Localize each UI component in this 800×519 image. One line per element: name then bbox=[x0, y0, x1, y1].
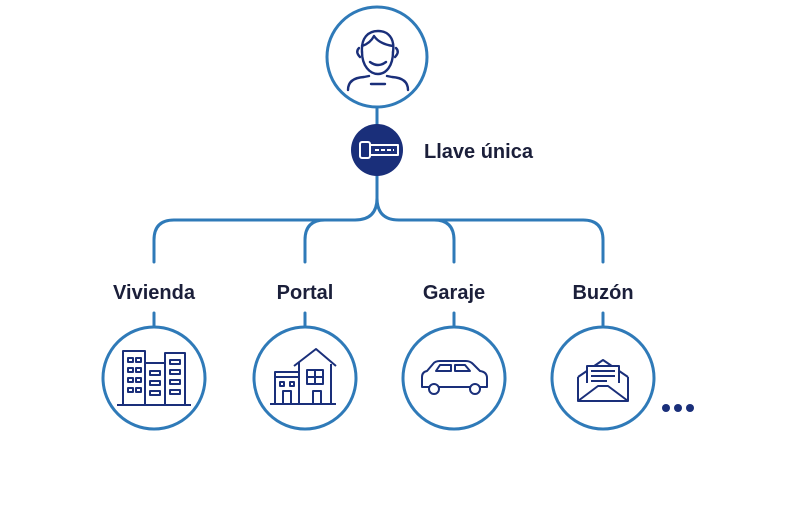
ellipsis-icon bbox=[662, 404, 694, 412]
mail-icon bbox=[577, 359, 629, 402]
key-node bbox=[351, 124, 403, 176]
node-portal bbox=[252, 325, 358, 431]
house-icon bbox=[270, 348, 337, 405]
ellipsis-dot bbox=[686, 404, 694, 412]
key-label: Llave única bbox=[424, 141, 533, 163]
user-node bbox=[325, 5, 429, 109]
label-portal: Portal bbox=[276, 282, 334, 304]
car-icon bbox=[421, 360, 488, 395]
ellipsis-dot bbox=[662, 404, 670, 412]
connector-lines bbox=[152, 107, 605, 328]
node-vivienda bbox=[101, 325, 207, 431]
node-garaje bbox=[401, 325, 507, 431]
node-buzon bbox=[550, 325, 656, 431]
key-icon bbox=[359, 141, 399, 159]
building-icon bbox=[117, 350, 191, 406]
label-garaje: Garaje bbox=[422, 282, 486, 304]
label-vivienda: Vivienda bbox=[113, 282, 195, 304]
ellipsis-dot bbox=[674, 404, 682, 412]
label-buzon: Buzón bbox=[572, 282, 634, 304]
user-icon bbox=[346, 29, 410, 92]
